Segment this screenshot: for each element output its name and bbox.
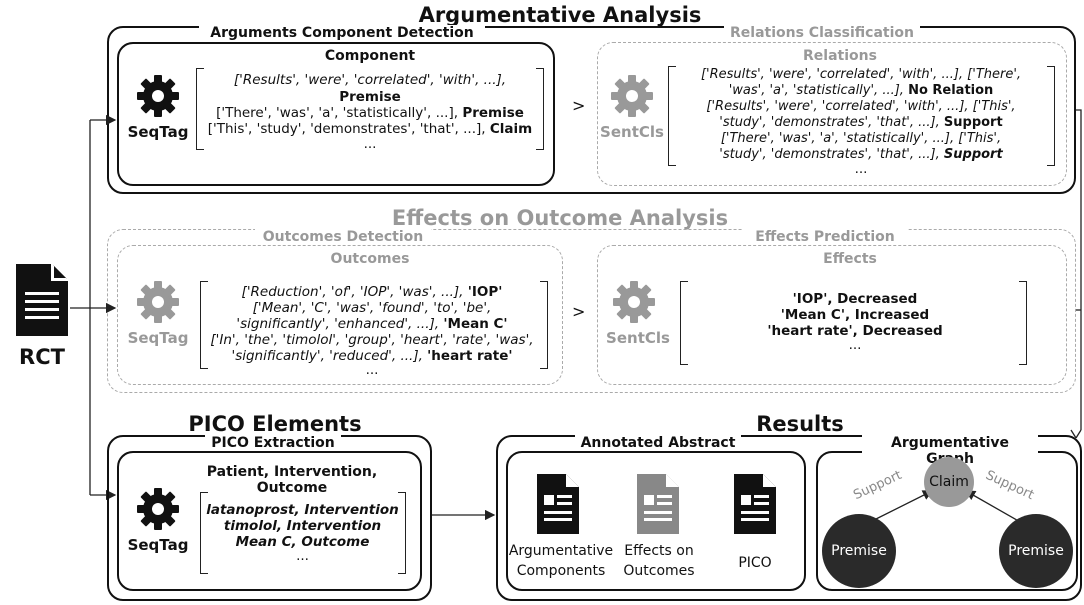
bracket-right [398,492,406,574]
outcome-line-4: ['In', 'the', 'timolol', 'group', 'heart… [210,332,534,348]
relation-line-2: 'was', 'a', 'statistically', ...], No Re… [728,83,994,98]
component-line-4: ['This', 'study', 'demonstrates', 'that'… [207,121,533,137]
relation-line-7: ... [854,161,868,177]
effect-line-4: ... [848,337,862,353]
effects-on-outcome-title: Effects on Outcome Analysis [391,206,729,230]
premise-label-right: Premise [1008,543,1064,559]
relations-classification-box [597,42,1067,186]
outcomes-detection-title: Outcomes Detection [255,229,431,245]
outcome-line-2: ['Mean', 'C', 'was', 'found', 'to', 'be'… [252,300,492,316]
document-icon [637,474,679,534]
doc-pico-label: PICO [738,555,772,571]
document-icon [16,264,68,336]
claim-label: Claim [929,474,969,490]
effects-label: Effects [823,251,877,267]
bracket-right [1019,281,1027,365]
annotated-abstract-title: Annotated Abstract [575,435,741,451]
bracket-right [540,281,548,369]
outcome-line-6: ... [365,362,379,378]
outcomes-label: Outcomes [330,251,410,267]
greater-than-arrow: > [572,302,586,321]
outcome-line-5: 'significantly', 'reduced', ...], 'heart… [231,348,513,364]
seqtag-label: SeqTag [127,123,189,141]
premise-label-left: Premise [831,543,887,559]
pico-elements-title: PICO Elements [188,412,362,436]
pico-line-2: timolol, Intervention [223,518,382,534]
component-line-2: Premise [339,89,401,105]
component-line-5: ... [363,136,377,152]
doc-argumentative-components-label: Argumentative Components [508,543,614,579]
sentcls-label: SentCls [606,329,670,347]
component-line-1: ['Results', 'were', 'correlated', 'with'… [233,72,507,88]
arguments-component-detection-box [117,42,555,186]
effects-prediction-box [597,245,1067,385]
relation-line-1: ['Results', 'were', 'correlated', 'with'… [700,67,1022,82]
pico-extraction-title: PICO Extraction [205,435,341,451]
results-title: Results [756,412,844,436]
relation-line-5: ['There', 'was', 'a', 'statistically', .… [720,131,1002,146]
pico-line-1: latanoprost, Intervention [206,502,399,518]
argumentative-analysis-box [107,26,1076,194]
pio-label: Patient, Intervention, Outcome [206,464,378,496]
pico-extraction-box [117,451,422,591]
effect-line-3: 'heart rate', Decreased [767,323,943,339]
relation-line-6: 'study', 'demonstrates', 'that', ...], S… [719,147,1003,162]
bracket-left [196,68,204,150]
component-label: Component [324,48,416,64]
claim-node [924,457,974,507]
outcome-line-1: ['Reduction', 'of', 'IOP', 'was', ...], … [241,284,503,300]
document-icon [537,474,579,534]
effect-line-2: 'Mean C', Increased [780,307,930,323]
sentcls-label: SentCls [600,123,664,141]
bracket-left [200,281,208,369]
argumentative-analysis-title: Argumentative Analysis [418,3,702,27]
pico-line-3: Mean C, Outcome [235,534,370,550]
bracket-right [1047,66,1055,166]
gear-icon [137,75,179,117]
argumentative-graph [822,457,1073,588]
relation-line-4: 'study', 'demonstrates', 'that', ...], S… [719,115,1003,130]
gear-icon [137,488,179,530]
gear-icon [611,75,653,117]
relations-label: Relations [803,48,877,64]
greater-than-arrow: > [572,96,586,115]
outcome-line-3: 'significantly', 'enhanced', ...], 'Mean… [236,316,508,332]
rct-label: RCT [19,345,65,369]
seqtag-label: SeqTag [127,329,189,347]
bracket-right [536,68,544,150]
premise-node-right [999,514,1073,588]
relations-classification-title: Relations Classification [724,25,920,41]
doc-effects-on-outcomes-label: Effects on Outcomes [623,543,695,579]
relation-line-3: ['Results', 'were', 'correlated', 'with'… [706,99,1016,114]
gear-icon [137,281,179,323]
effect-line-1: 'IOP', Decreased [792,291,918,307]
component-line-3: ['There', 'was', 'a', 'statistically', .… [216,105,524,121]
seqtag-label: SeqTag [127,536,189,554]
annotated-abstract-box [506,451,806,591]
arguments-component-detection-title: Arguments Component Detection [199,25,485,41]
effects-prediction-title: Effects Prediction [742,229,908,245]
document-icon [734,474,776,534]
pico-line-4: ... [296,548,309,564]
premise-node-left [822,514,896,588]
results-box [496,435,1082,601]
gear-icon [613,281,655,323]
bracket-left [200,492,208,574]
outcomes-detection-box [117,245,563,385]
bracket-left [680,281,688,365]
bracket-left [668,66,676,166]
